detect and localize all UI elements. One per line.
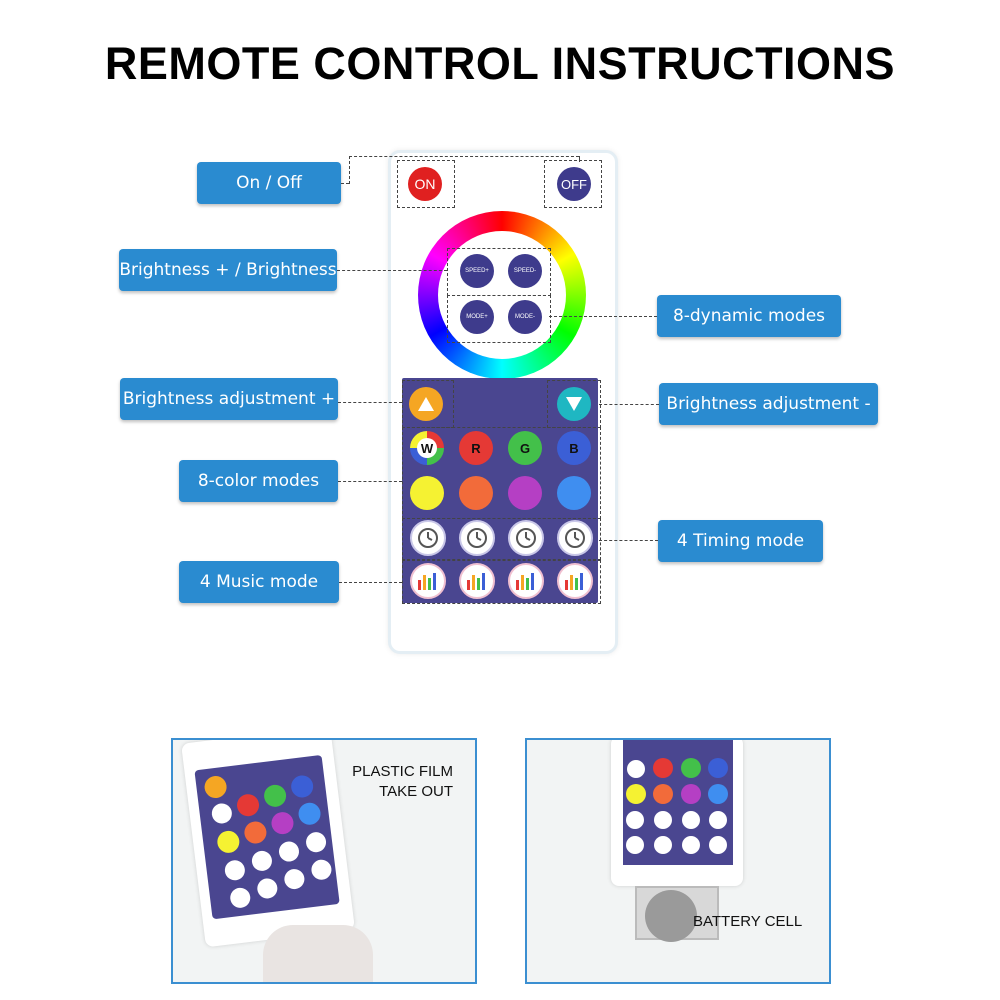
mini-music-button	[626, 836, 644, 854]
speed-plus-button[interactable]: SPEED+	[460, 254, 494, 288]
callout-brightness-minus: Brightness adjustment -	[659, 383, 878, 425]
equalizer-icon	[467, 573, 485, 590]
mini-sky-button	[708, 784, 728, 804]
mini-timer-button	[682, 811, 700, 829]
off-button[interactable]: OFF	[557, 167, 591, 201]
clock-icon	[418, 528, 438, 548]
color-yellow-button[interactable]	[410, 476, 444, 510]
color-purple-button[interactable]	[508, 476, 542, 510]
callout-dynamic-modes: 8-dynamic modes	[657, 295, 841, 337]
timer-1-button[interactable]	[410, 520, 446, 556]
color-orange-button[interactable]	[459, 476, 493, 510]
music-3-button[interactable]	[508, 563, 544, 599]
photo-battery-cell: BATTERY CELL	[525, 738, 831, 984]
on-highlight-box	[397, 160, 455, 208]
plastic-film-caption: PLASTIC FILM TAKE OUT	[352, 763, 453, 800]
mini-timer-button	[626, 811, 644, 829]
connector-line	[549, 316, 657, 317]
off-highlight-box	[544, 160, 602, 208]
music-highlight-box	[402, 560, 601, 604]
color-sky-button[interactable]	[557, 476, 591, 510]
mini-music-button	[654, 836, 672, 854]
battery-cell-caption: BATTERY CELL	[693, 913, 803, 930]
connector-line	[337, 270, 447, 271]
connector-line	[338, 402, 402, 403]
clock-icon	[467, 528, 487, 548]
hand-shape	[263, 925, 373, 982]
arrow-down-icon	[566, 397, 582, 411]
page-title: REMOTE CONTROL INSTRUCTIONS	[104, 38, 896, 89]
mini-purple-button	[681, 784, 701, 804]
connector-line	[349, 156, 579, 157]
connector-line	[349, 156, 350, 184]
mode-minus-button[interactable]: MODE-	[508, 300, 542, 334]
connector-line	[341, 183, 349, 184]
mini-yellow-button	[626, 784, 646, 804]
clock-icon	[565, 528, 585, 548]
timer-2-button[interactable]	[459, 520, 495, 556]
callout-on-off: On / Off	[197, 162, 341, 204]
connector-line	[599, 404, 659, 405]
color-green-button[interactable]: G	[508, 431, 542, 465]
mini-white-button	[627, 760, 645, 778]
music-1-button[interactable]	[410, 563, 446, 599]
mini-orange-button	[653, 784, 673, 804]
color-red-button[interactable]: R	[459, 431, 493, 465]
equalizer-icon	[565, 573, 583, 590]
timer-highlight-box	[402, 518, 601, 560]
speed-minus-button[interactable]: SPEED-	[508, 254, 542, 288]
arrow-up-icon	[418, 397, 434, 411]
callout-timing-mode: 4 Timing mode	[658, 520, 823, 562]
photo-remote	[611, 740, 743, 886]
mini-music-button	[709, 836, 727, 854]
mini-red-button	[653, 758, 673, 778]
timer-4-button[interactable]	[557, 520, 593, 556]
photo-plastic-film: PLASTIC FILM TAKE OUT	[171, 738, 477, 984]
mini-timer-button	[709, 811, 727, 829]
mode-highlight-box	[447, 295, 551, 343]
connector-line	[579, 156, 580, 162]
callout-color-modes: 8-color modes	[179, 460, 338, 502]
music-4-button[interactable]	[557, 563, 593, 599]
color-blue-button[interactable]: B	[557, 431, 591, 465]
mini-music-button	[682, 836, 700, 854]
connector-line	[599, 540, 658, 541]
connector-line	[339, 582, 402, 583]
mini-timer-button	[654, 811, 672, 829]
color-white-button[interactable]: W	[410, 431, 444, 465]
equalizer-icon	[418, 573, 436, 590]
mini-green-button	[681, 758, 701, 778]
brightness-down-button[interactable]	[557, 387, 591, 421]
timer-3-button[interactable]	[508, 520, 544, 556]
mini-blue-button	[708, 758, 728, 778]
battery-cell-icon	[645, 890, 697, 942]
callout-brightness: Brightness + / Brightness	[119, 249, 337, 291]
clock-icon	[516, 528, 536, 548]
on-button[interactable]: ON	[408, 167, 442, 201]
callout-brightness-plus: Brightness adjustment +	[120, 378, 338, 420]
music-2-button[interactable]	[459, 563, 495, 599]
callout-music-mode: 4 Music mode	[179, 561, 339, 603]
brightness-up-button[interactable]	[409, 387, 443, 421]
mode-plus-button[interactable]: MODE+	[460, 300, 494, 334]
equalizer-icon	[516, 573, 534, 590]
connector-line	[338, 481, 402, 482]
